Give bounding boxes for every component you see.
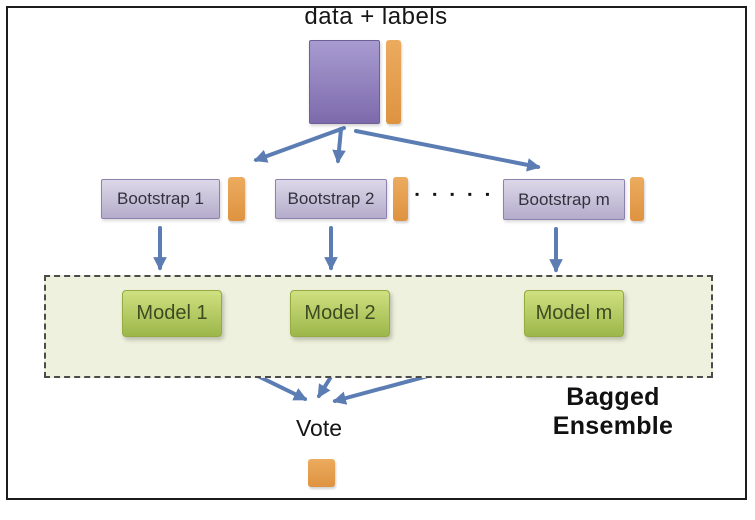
bagged-ensemble-label: Bagged Ensemble <box>552 383 674 440</box>
ellipsis-dots: ▪ ▪ ▪ ▪ ▪ ▪ <box>415 187 513 201</box>
vote-result-strip-icon <box>308 459 335 487</box>
bootstrap-1-label: Bootstrap 1 <box>117 189 204 208</box>
model-2-label: Model 2 <box>304 302 376 324</box>
fan-arrow-middle <box>332 127 346 164</box>
bootstrap-m-labels-strip-icon <box>630 177 644 221</box>
model-m-label: Model m <box>535 302 613 324</box>
vote-label: Vote <box>295 415 343 441</box>
bootstrap-m-label: Bootstrap m <box>518 189 610 209</box>
fan-arrow-left <box>253 126 346 163</box>
model-1-label: Model 1 <box>136 302 208 324</box>
labels-strip-icon <box>386 40 401 124</box>
bootstrap-2-labels-strip-icon <box>393 177 408 221</box>
bootstrap-2-box: Bootstrap 2 <box>275 179 387 219</box>
model-m-box: Model m <box>524 290 624 337</box>
bootstrap-2-label: Bootstrap 2 <box>287 189 375 208</box>
data-block-icon <box>309 40 380 124</box>
bootstrap-1-labels-strip-icon <box>228 177 245 221</box>
fan-arrow-right <box>354 129 541 172</box>
model-1-box: Model 1 <box>122 290 222 337</box>
bootstrap-1-box: Bootstrap 1 <box>101 179 220 219</box>
bootstrap-m-box: Bootstrap m <box>503 179 625 220</box>
model-2-box: Model 2 <box>290 290 390 337</box>
diagram-title: data + labels <box>304 3 448 30</box>
